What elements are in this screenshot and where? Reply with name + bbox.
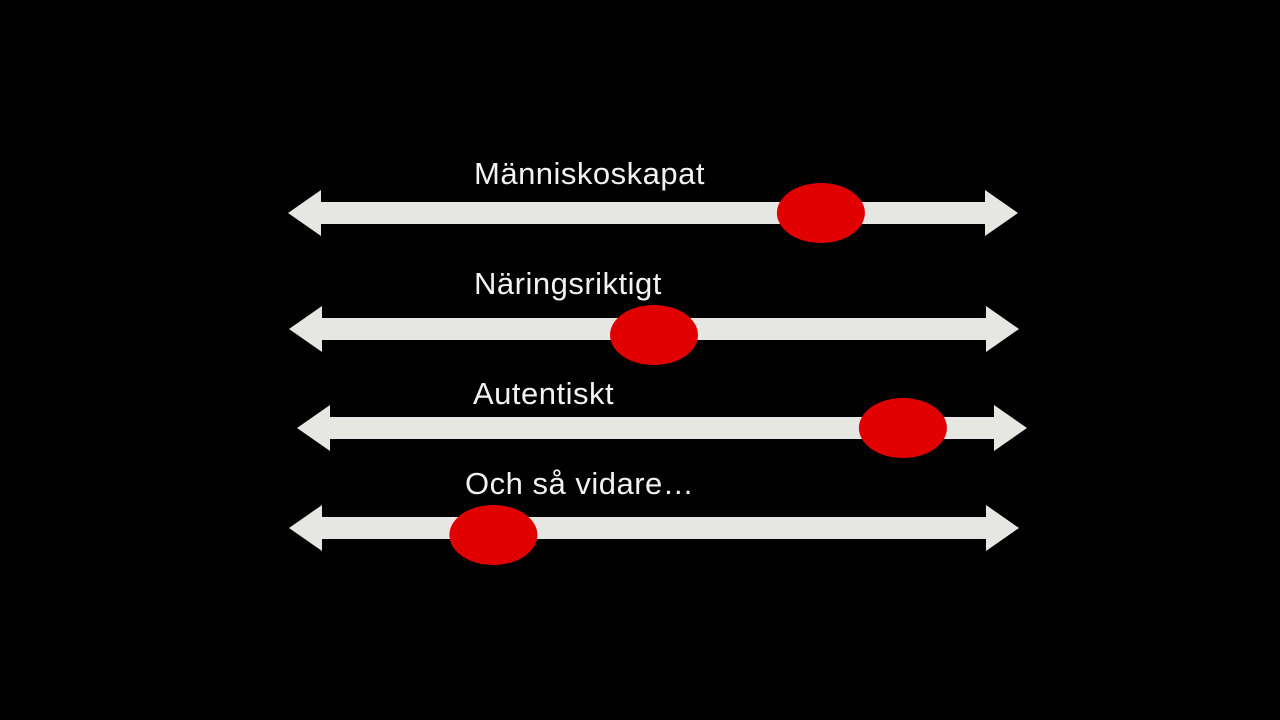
position-marker [776,183,865,243]
scale-label-naringsriktigt: Näringsriktigt [474,266,662,301]
position-marker [858,398,947,458]
double-arrow [288,190,1018,236]
scale-label-och-sa-vidare: Och så vidare… [465,466,695,501]
double-arrow [289,505,1019,551]
scale-label-autentiskt: Autentiskt [473,376,615,411]
position-marker [449,505,538,565]
double-arrow [297,405,1027,451]
scale-label-manniskoskapat: Människoskapat [474,156,706,191]
position-marker [610,305,698,365]
